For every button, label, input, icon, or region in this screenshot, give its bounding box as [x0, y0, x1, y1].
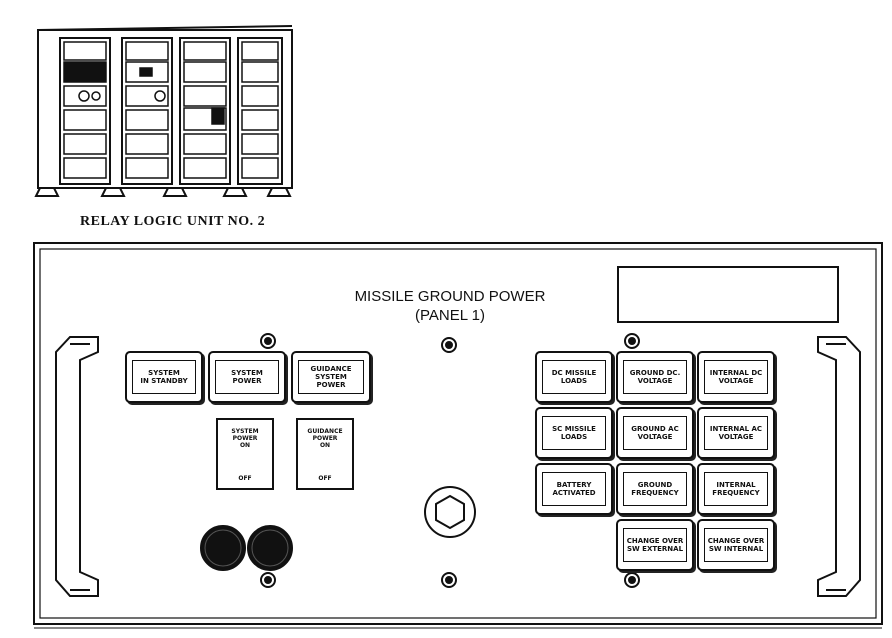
screw-icon — [441, 572, 457, 588]
panel-title: MISSILE GROUND POWER (PANEL 1) — [330, 287, 570, 325]
panel-title-line2: (PANEL 1) — [414, 307, 486, 324]
switch-off-label: OFF — [238, 475, 252, 482]
indicator-ground-dc-voltage[interactable]: GROUND DC. VOLTAGE — [616, 351, 694, 403]
screw-icon — [260, 333, 276, 349]
indicator-label: INTERNAL DC VOLTAGE — [704, 360, 768, 394]
figure-caption: RELAY LOGIC UNIT NO. 2 — [80, 214, 266, 229]
indicator-battery-activated[interactable]: BATTERY ACTIVATED — [535, 463, 613, 515]
indicator-label: GROUND AC VOLTAGE — [623, 416, 687, 450]
system-power-switch[interactable]: SYSTEM POWER ON OFF — [216, 418, 274, 490]
indicator-guidance-system-power[interactable]: GUIDANCE SYSTEM POWER — [291, 351, 371, 403]
relay-logic-unit-drawing — [34, 25, 293, 197]
push-button-left — [200, 525, 246, 571]
indicator-label: INTERNAL FREQUENCY — [704, 472, 768, 506]
screw-icon — [624, 572, 640, 588]
indicator-sc-missile-loads[interactable]: SC MISSILE LOADS — [535, 407, 613, 459]
screw-icon — [624, 333, 640, 349]
indicator-system-power[interactable]: SYSTEM POWER — [208, 351, 286, 403]
indicator-label: INTERNAL AC VOLTAGE — [704, 416, 768, 450]
indicator-label: SYSTEM IN STANDBY — [132, 360, 196, 394]
panel-screws — [260, 333, 640, 588]
screw-icon — [260, 572, 276, 588]
right-handle — [817, 336, 861, 597]
screw-icon — [441, 337, 457, 353]
indicator-ground-ac-voltage[interactable]: GROUND AC VOLTAGE — [616, 407, 694, 459]
indicator-system-in-standby[interactable]: SYSTEM IN STANDBY — [125, 351, 203, 403]
indicator-label: SYSTEM POWER — [215, 360, 279, 394]
indicator-change-over-sw-external[interactable]: CHANGE OVER SW EXTERNAL — [616, 519, 694, 571]
indicator-label: CHANGE OVER SW INTERNAL — [704, 528, 768, 562]
indicator-dc-missile-loads[interactable]: DC MISSILE LOADS — [535, 351, 613, 403]
push-button-right — [247, 525, 293, 571]
indicator-label: SC MISSILE LOADS — [542, 416, 606, 450]
indicator-internal-ac-voltage[interactable]: INTERNAL AC VOLTAGE — [697, 407, 775, 459]
indicator-label: BATTERY ACTIVATED — [542, 472, 606, 506]
guidance-power-switch[interactable]: GUIDANCE POWER ON OFF — [296, 418, 354, 490]
display-window — [617, 266, 839, 323]
indicator-label: GROUND FREQUENCY — [623, 472, 687, 506]
indicator-label: GUIDANCE SYSTEM POWER — [298, 360, 364, 394]
indicator-label: GROUND DC. VOLTAGE — [623, 360, 687, 394]
indicator-internal-frequency[interactable]: INTERNAL FREQUENCY — [697, 463, 775, 515]
indicator-label: CHANGE OVER SW EXTERNAL — [623, 528, 687, 562]
panel-outline — [33, 242, 883, 629]
black-push-buttons — [200, 525, 293, 571]
hex-connector-icon — [424, 486, 476, 538]
indicator-ground-frequency[interactable]: GROUND FREQUENCY — [616, 463, 694, 515]
indicator-internal-dc-voltage[interactable]: INTERNAL DC VOLTAGE — [697, 351, 775, 403]
panel-title-line1: MISSILE GROUND POWER — [354, 288, 546, 305]
switch-label: GUIDANCE POWER ON — [307, 428, 343, 449]
left-handle — [55, 336, 99, 597]
indicator-label: DC MISSILE LOADS — [542, 360, 606, 394]
switch-label: SYSTEM POWER ON — [231, 428, 259, 449]
indicator-change-over-sw-internal[interactable]: CHANGE OVER SW INTERNAL — [697, 519, 775, 571]
switch-off-label: OFF — [318, 475, 332, 482]
